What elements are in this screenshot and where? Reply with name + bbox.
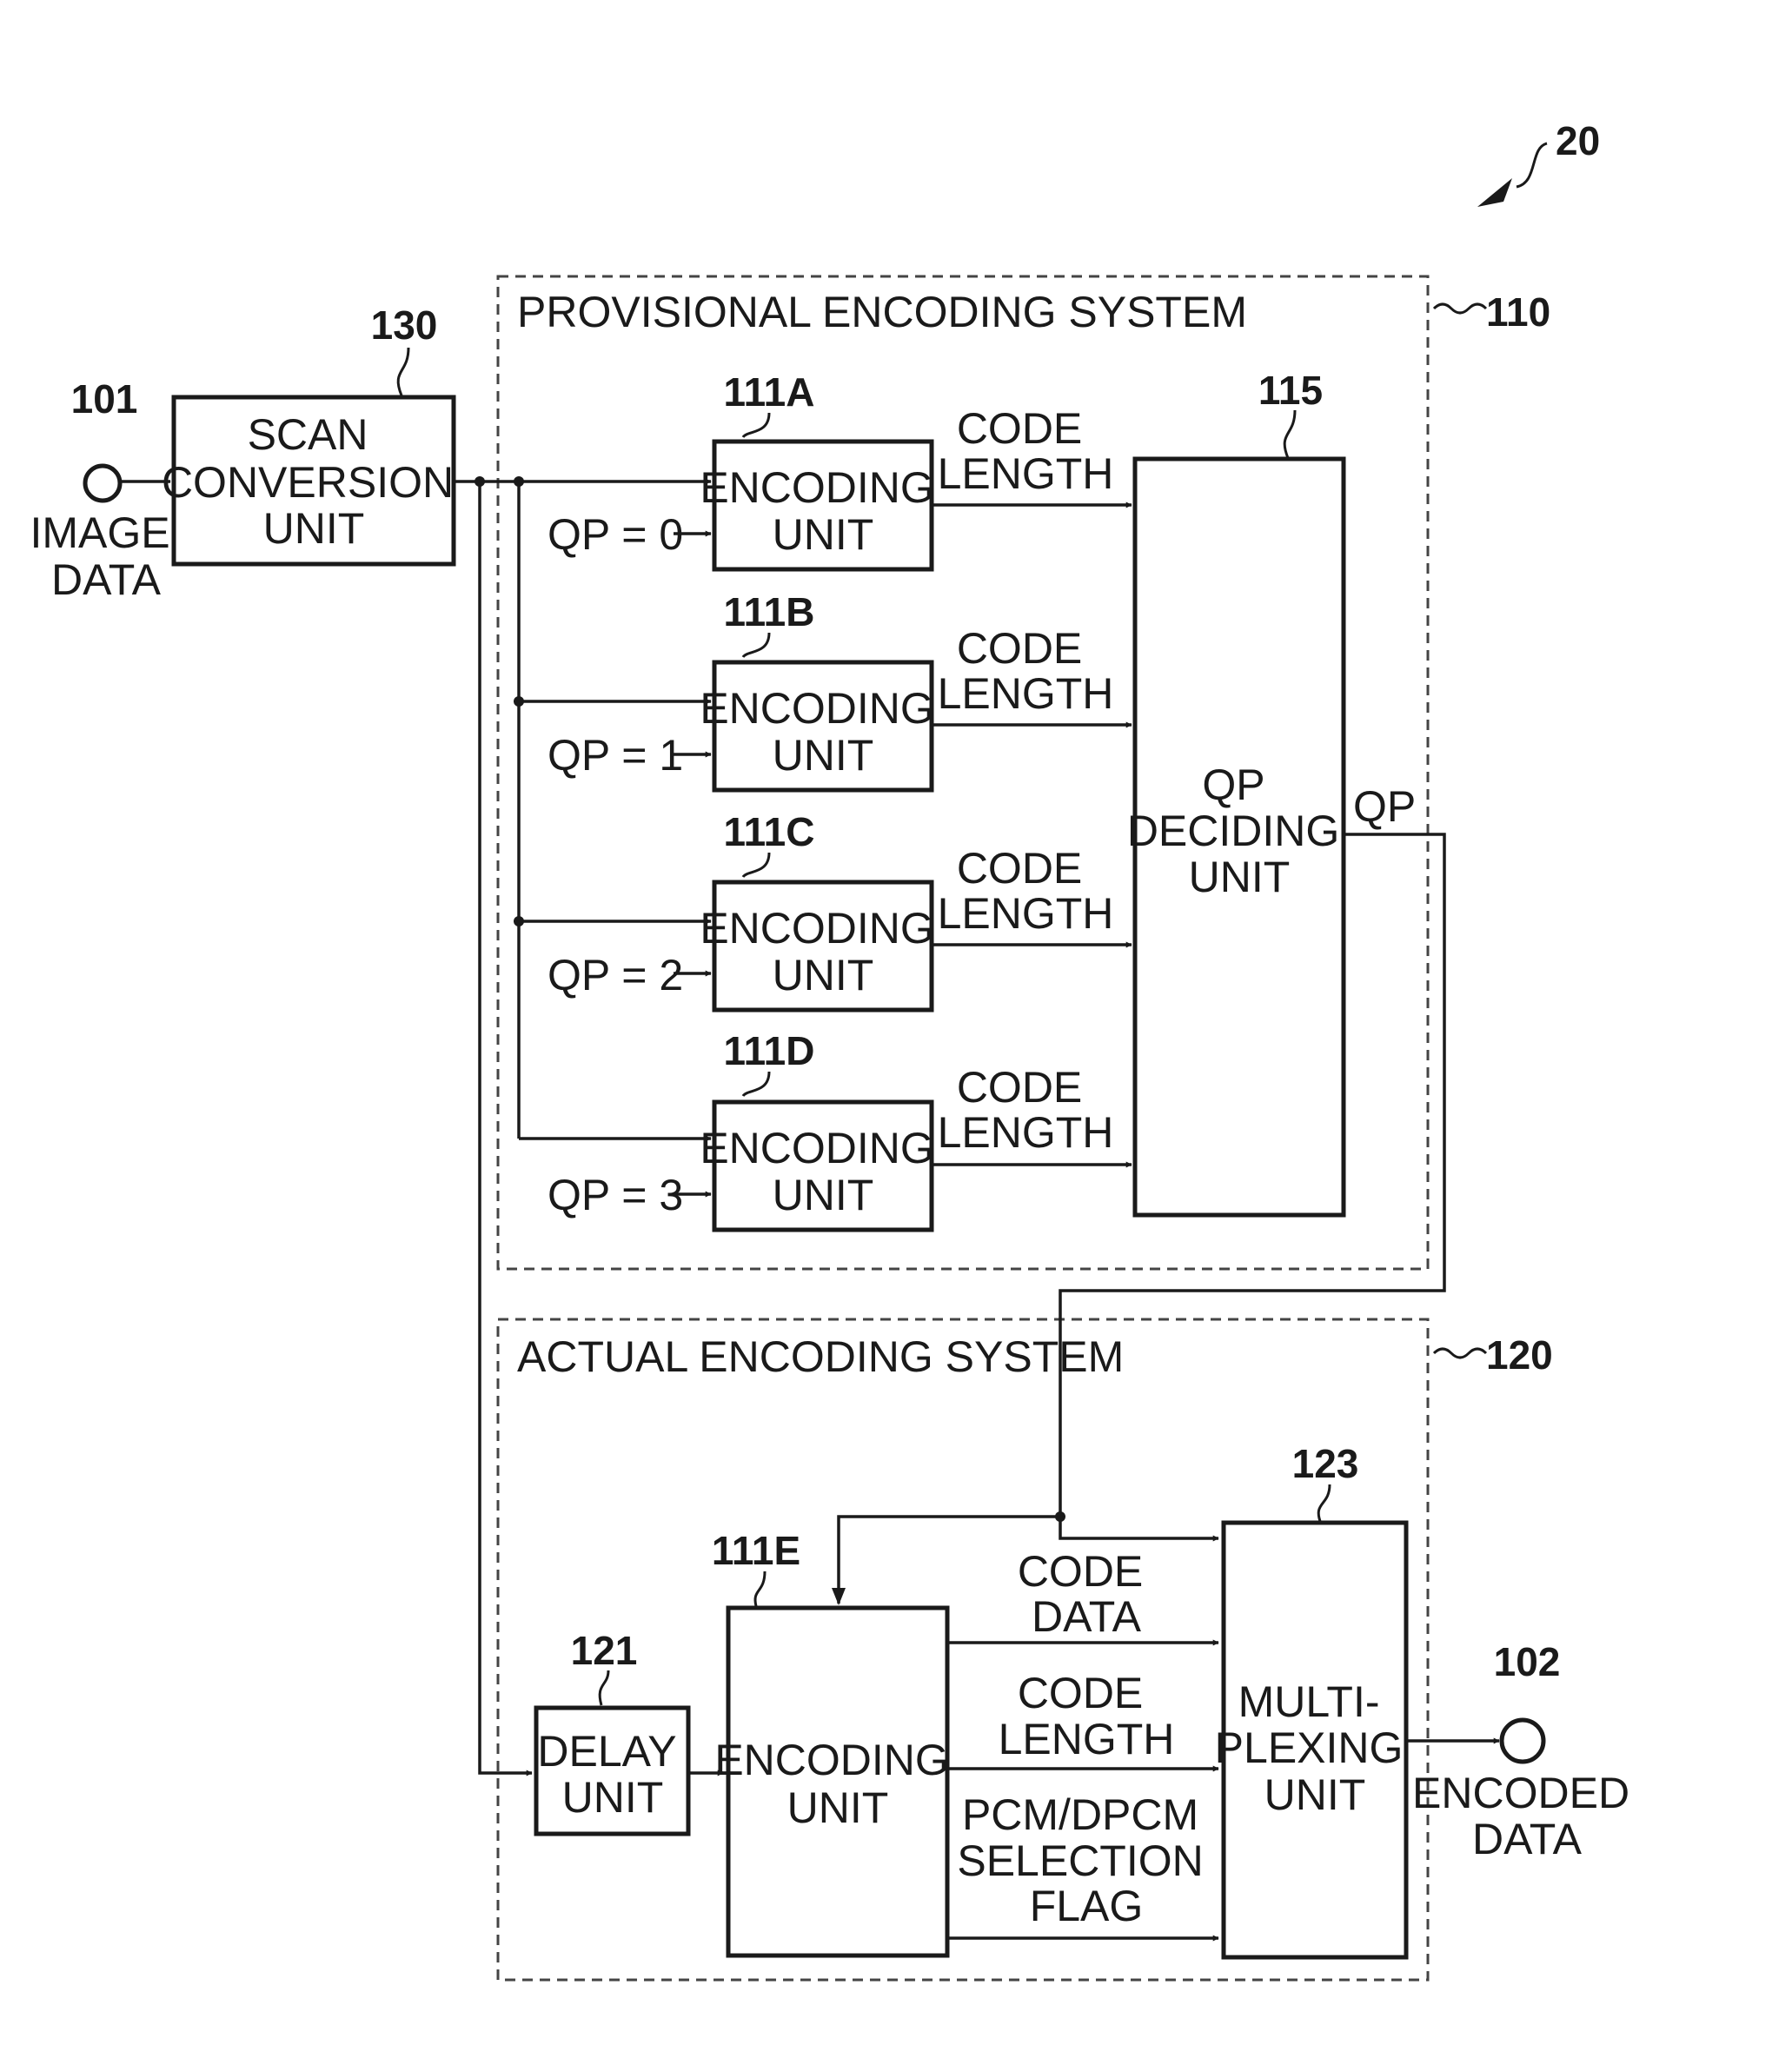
figure-ref-leader	[1517, 143, 1547, 187]
multiplexing-unit-leader	[1318, 1484, 1330, 1524]
delay-unit-leader	[600, 1670, 608, 1705]
input-terminal	[85, 466, 120, 501]
provisional-system-ref: 110	[1486, 289, 1550, 335]
scan-conversion-ref: 130	[371, 302, 438, 348]
actual-system-leader	[1434, 1349, 1486, 1358]
encoding-unit-111D-ref: 111D	[724, 1028, 815, 1073]
pcm-dpcm-flag-label: PCM/DPCM SELECTION FLAG	[957, 1790, 1215, 1930]
encoding-unit-111A-leader	[743, 413, 769, 437]
input-terminal-ref: 101	[71, 376, 138, 422]
output-terminal	[1502, 1720, 1543, 1762]
junction-dot	[514, 916, 524, 926]
encoding-unit-111E-ref: 111E	[712, 1528, 800, 1573]
multiplexing-unit-ref: 123	[1292, 1441, 1359, 1486]
output-terminal-label: ENCODED DATA	[1412, 1769, 1642, 1863]
code-length-label-E: CODE LENGTH	[999, 1669, 1175, 1763]
encoding-unit-111D-leader	[743, 1072, 769, 1096]
encoding-unit-111E-leader	[755, 1571, 765, 1606]
actual-system-ref: 120	[1486, 1332, 1553, 1378]
encoding-unit-111A-ref: 111A	[724, 369, 815, 415]
qp-value-1: QP = 1	[548, 731, 683, 780]
qp-value-2: QP = 2	[548, 951, 683, 999]
scan-conversion-leader	[398, 348, 408, 395]
code-length-label-B: CODE LENGTH	[938, 624, 1114, 718]
qp-deciding-unit-leader	[1284, 410, 1295, 458]
provisional-system-leader	[1434, 304, 1486, 313]
junction-dot	[514, 476, 524, 487]
code-length-label-A: CODE LENGTH	[938, 404, 1114, 498]
actual-system-title: ACTUAL ENCODING SYSTEM	[517, 1332, 1124, 1381]
figure-ref-arrowhead	[1477, 178, 1512, 207]
encoding-unit-111C-leader	[743, 853, 769, 877]
encoding-unit-111C-ref: 111C	[724, 809, 815, 854]
qp-deciding-unit-ref: 115	[1258, 368, 1323, 413]
code-length-label-D: CODE LENGTH	[938, 1063, 1114, 1157]
qp-value-3: QP = 3	[548, 1171, 683, 1219]
junction-dot	[514, 696, 524, 707]
scan-to-delay-wire	[480, 481, 532, 1773]
figure-ref: 20	[1556, 118, 1600, 163]
input-terminal-label: IMAGE DATA	[30, 508, 182, 604]
qp-value-0: QP = 0	[548, 510, 683, 559]
junction-dot	[475, 476, 485, 487]
qp-signal-label: QP	[1353, 782, 1416, 831]
encoding-unit-111B-ref: 111B	[724, 589, 815, 634]
code-length-label-C: CODE LENGTH	[938, 844, 1114, 938]
encoding-unit-111B-leader	[743, 633, 769, 657]
delay-unit-ref: 121	[571, 1628, 638, 1673]
code-data-label: CODE DATA	[1018, 1547, 1155, 1641]
junction-dot	[1055, 1511, 1065, 1522]
output-terminal-ref: 102	[1494, 1639, 1561, 1684]
provisional-system-title: PROVISIONAL ENCODING SYSTEM	[517, 288, 1247, 336]
